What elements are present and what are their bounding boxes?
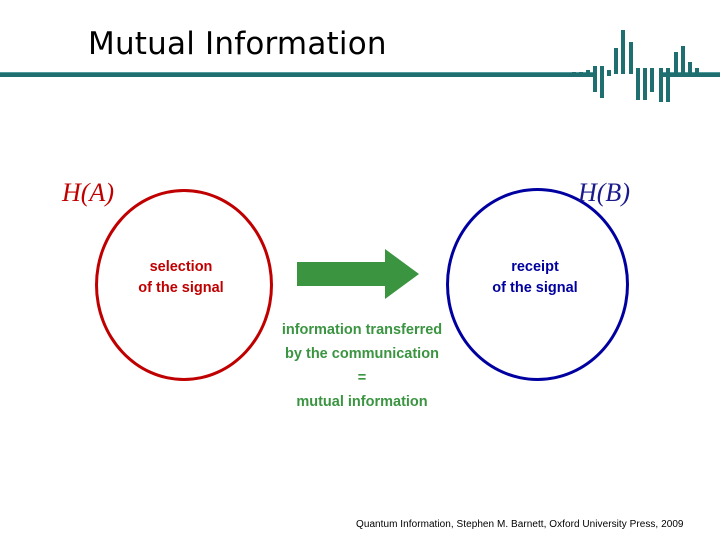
note-equals-sign: = [357, 370, 367, 386]
note-line-1: information transferred [281, 322, 443, 338]
set-b-caption: receipt of the signal [492, 259, 578, 296]
communication-arrow-icon [297, 249, 419, 299]
entropy-label-a: H(A) [62, 178, 114, 207]
mutual-information-note: information transferred by the communica… [249, 318, 475, 414]
note-line-3: mutual information [296, 394, 428, 410]
signal-waveform-icon [572, 28, 720, 102]
source-citation: Quantum Information, Stephen M. Barnett,… [356, 519, 684, 530]
page-title: Mutual Information [88, 26, 387, 62]
title-divider-left [0, 72, 596, 77]
set-a-caption: selection of the signal [138, 259, 224, 296]
set-circle-b [446, 188, 629, 381]
entropy-label-b: H(B) [578, 178, 630, 207]
note-line-2: by the communication [285, 346, 439, 362]
set-circle-a [95, 189, 273, 381]
